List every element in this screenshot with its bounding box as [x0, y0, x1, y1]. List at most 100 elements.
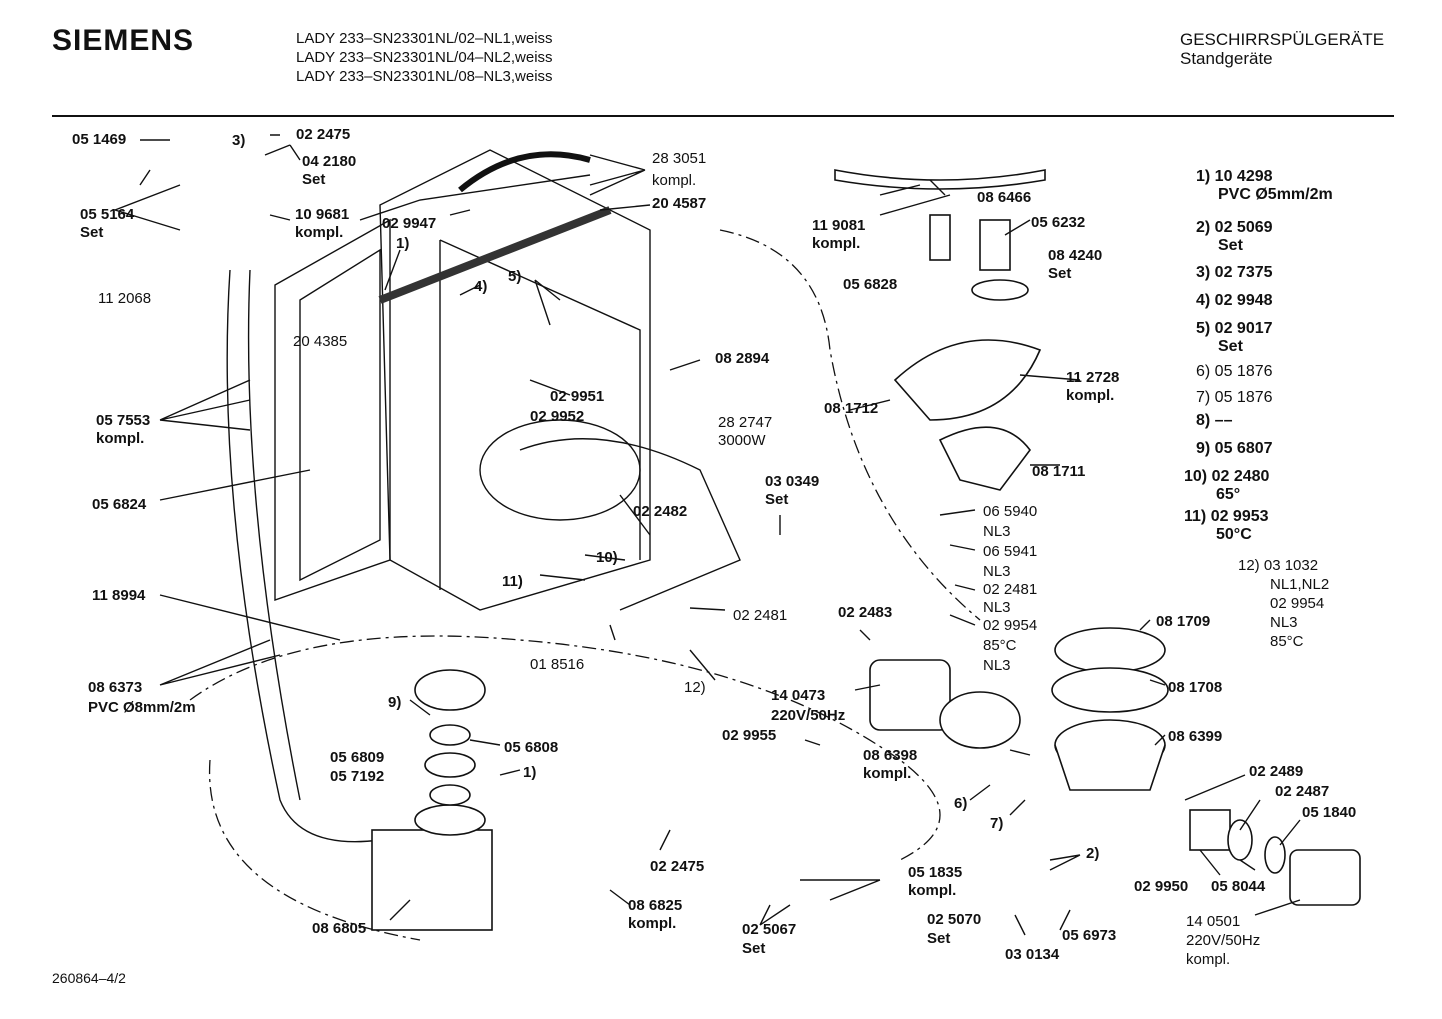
label-02-5067: 02 5067: [742, 921, 796, 938]
model-line-3: LADY 233–SN23301NL/08–NL3,weiss: [296, 68, 553, 85]
brand-logo: SIEMENS: [52, 24, 195, 57]
label-220v-1: 220V/50Hz: [771, 707, 845, 724]
label-05-1469: 05 1469: [72, 131, 126, 148]
label-nl3-c: NL3: [983, 599, 1011, 616]
spray-arm-drawing: [834, 169, 1046, 491]
sump-drawing: [371, 669, 493, 931]
label-05-8044: 05 8044: [1211, 878, 1266, 895]
label-08-1711: 08 1711: [1032, 463, 1085, 480]
label-08-6373: 08 6373: [88, 679, 142, 696]
label-11: 11): [502, 573, 523, 590]
legend-2b: Set: [1218, 237, 1244, 254]
label-14-0473: 14 0473: [771, 687, 825, 704]
label-02-2481-a: 02 2481: [733, 607, 787, 624]
label-05-6824: 05 6824: [92, 496, 147, 513]
label-05-6828: 05 6828: [843, 276, 897, 293]
label-08-6466: 08 6466: [977, 189, 1031, 206]
base-drawing: [189, 229, 981, 941]
label-02-2475: 02 2475: [296, 126, 350, 143]
label-6: 6): [954, 795, 967, 812]
legend-2: 2) 02 5069: [1196, 219, 1273, 236]
legend-10: 10) 02 2480: [1184, 468, 1270, 485]
label-28-2747: 28 2747: [718, 414, 772, 431]
label-nl3-a: NL3: [983, 523, 1011, 540]
category-subtitle: Standgeräte: [1180, 49, 1273, 68]
label-kompl-1: kompl.: [295, 224, 343, 241]
legend-12e: 85°C: [1270, 633, 1304, 650]
legend-12d: NL3: [1270, 614, 1298, 631]
label-kompl-8: kompl.: [863, 765, 911, 782]
legend-8: 8) ––: [1196, 412, 1233, 429]
label-kompl-6: kompl.: [812, 235, 860, 252]
label-set-5: Set: [927, 930, 950, 947]
label-11-8994: 11 8994: [92, 587, 146, 604]
label-05-7192: 05 7192: [330, 768, 384, 785]
label-5: 5): [508, 268, 521, 285]
label-08-6399: 08 6399: [1168, 728, 1222, 745]
label-kompl-3: kompl.: [96, 430, 144, 447]
category-title: GESCHIRRSPÜLGERÄTE: [1180, 30, 1385, 49]
legend-7: 7) 05 1876: [1196, 389, 1273, 406]
label-12: 12): [684, 679, 706, 696]
legend-1: 1) 10 4298: [1196, 168, 1273, 185]
label-03-0349: 03 0349: [765, 473, 819, 490]
label-08-4240: 08 4240: [1048, 247, 1102, 264]
leader-lines: [114, 134, 1301, 936]
tub-drawing: [274, 149, 741, 611]
label-02-2487: 02 2487: [1275, 783, 1329, 800]
pump-drawing: [869, 627, 1361, 906]
label-04-2180: 04 2180: [302, 153, 356, 170]
label-kompl-7: kompl.: [1066, 387, 1114, 404]
label-nl3-d: NL3: [983, 657, 1011, 674]
legend-12b: NL1,NL2: [1270, 576, 1329, 593]
legend-11b: 50°C: [1216, 526, 1252, 543]
label-02-2483: 02 2483: [838, 604, 892, 621]
model-line-2: LADY 233–SN23301NL/04–NL2,weiss: [296, 49, 553, 66]
label-7: 7): [990, 815, 1003, 832]
label-02-9952: 02 9952: [530, 408, 584, 425]
label-05-6973: 05 6973: [1062, 927, 1116, 944]
legend-12c: 02 9954: [1270, 595, 1324, 612]
label-set-2: Set: [80, 224, 103, 241]
label-3000w: 3000W: [718, 432, 766, 449]
label-02-9950: 02 9950: [1134, 878, 1188, 895]
label-set-4: Set: [742, 940, 765, 957]
label-08-6805: 08 6805: [312, 920, 366, 937]
legend-5: 5) 02 9017: [1196, 320, 1273, 337]
label-02-5070: 02 5070: [927, 911, 981, 928]
label-05-7553: 05 7553: [96, 412, 150, 429]
legend-6: 6) 05 1876: [1196, 363, 1273, 380]
label-05-1840: 05 1840: [1302, 804, 1356, 821]
label-11-2728: 11 2728: [1066, 369, 1119, 386]
part-labels: 05 1469 3) 02 2475 04 2180 Set 05 5164 S…: [72, 126, 1356, 968]
label-08-1708: 08 1708: [1168, 679, 1222, 696]
label-kompl-5: kompl.: [908, 882, 956, 899]
label-08-2894: 08 2894: [715, 350, 770, 367]
label-kompl-2: kompl.: [652, 172, 696, 189]
label-20-4587: 20 4587: [652, 195, 706, 212]
label-01-8516: 01 8516: [530, 656, 584, 673]
label-08-1712: 08 1712: [824, 400, 878, 417]
legend-4: 4) 02 9948: [1196, 292, 1273, 309]
label-02-2482: 02 2482: [633, 503, 687, 520]
header-rule: [52, 115, 1394, 117]
label-4: 4): [474, 278, 487, 295]
label-05-5164: 05 5164: [80, 206, 135, 223]
label-85c: 85°C: [983, 637, 1017, 654]
label-11-9081: 11 9081: [812, 217, 865, 234]
model-line-1: LADY 233–SN23301NL/02–NL1,weiss: [296, 30, 553, 47]
legend-12: 12) 03 1032: [1238, 557, 1318, 574]
label-2: 2): [1086, 845, 1099, 862]
label-set-1: Set: [302, 171, 325, 188]
label-9: 9): [388, 694, 401, 711]
label-pvc-8mm: PVC Ø8mm/2m: [88, 699, 196, 716]
label-set-6: Set: [1048, 265, 1071, 282]
label-220v-2: 220V/50Hz: [1186, 932, 1260, 949]
label-02-9947: 02 9947: [382, 215, 436, 232]
legend-9: 9) 05 6807: [1196, 440, 1273, 457]
label-03-0134: 03 0134: [1005, 946, 1060, 963]
label-08-6825: 08 6825: [628, 897, 682, 914]
label-02-9951: 02 9951: [550, 388, 604, 405]
label-06-5940: 06 5940: [983, 503, 1037, 520]
